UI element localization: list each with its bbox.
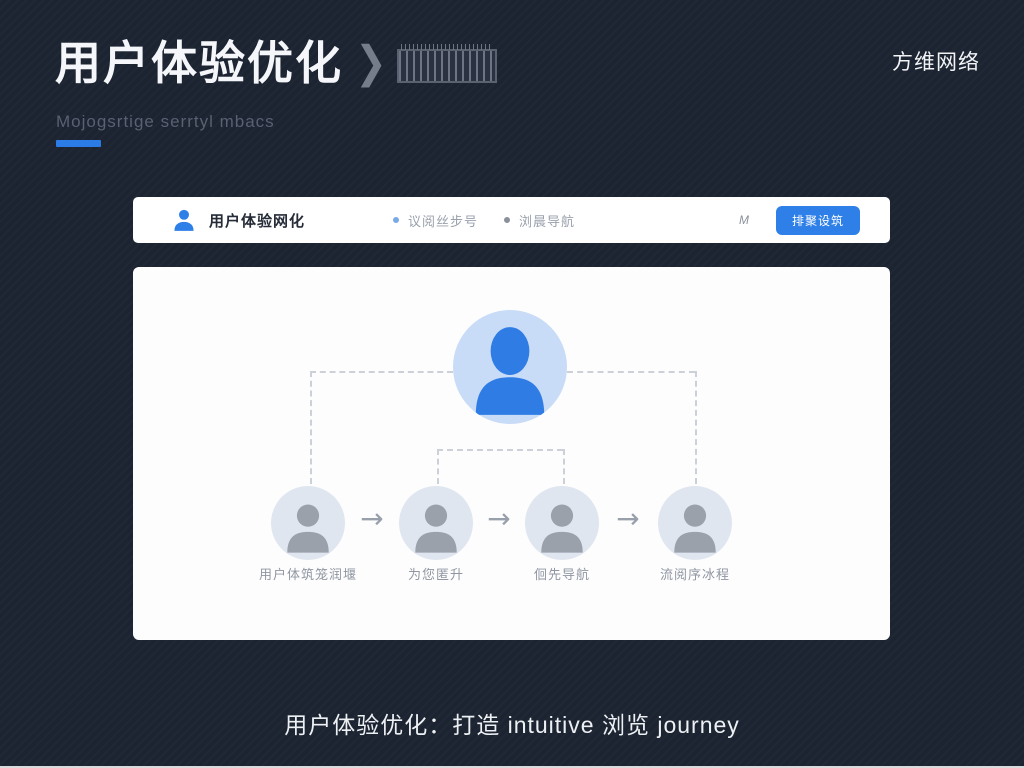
dashed-connector bbox=[310, 371, 312, 484]
step-label: 为您匿升 bbox=[407, 567, 464, 582]
chevron-decoration-icon: ❯ bbox=[355, 39, 387, 88]
barcode-decoration-icon bbox=[396, 44, 497, 84]
nav-item-2[interactable]: 浏晨导航 bbox=[504, 211, 575, 230]
mockup-cta-button[interactable]: 排聚设筑 bbox=[776, 205, 860, 235]
nav-dot-icon bbox=[504, 217, 511, 223]
brand-name: 方维网络 bbox=[892, 51, 980, 74]
main-user-avatar-icon bbox=[453, 310, 567, 424]
step-avatar-icon bbox=[271, 486, 345, 560]
mockup-header: 用户体验网化 议阅丝步号 浏晨导航 M 排聚设筑 bbox=[133, 197, 890, 243]
arrow-right-icon: → bbox=[360, 502, 384, 535]
user-logo-icon bbox=[171, 207, 197, 233]
nav-item-label: 议阅丝步号 bbox=[408, 213, 479, 229]
page-subtitle: Mojogsrtige serrtyl mbacs bbox=[56, 112, 275, 131]
page-title: 用户体验优化 bbox=[55, 37, 343, 89]
step-label: 流阅序冰程 bbox=[659, 567, 730, 582]
dashed-connector bbox=[437, 449, 439, 484]
nav-item-label: 浏晨导航 bbox=[519, 213, 576, 229]
dashed-connector bbox=[563, 449, 565, 484]
step-avatar-icon bbox=[399, 486, 473, 560]
nav-dot-icon bbox=[393, 217, 400, 223]
step-label: 用户体筑笼润堰 bbox=[258, 567, 357, 582]
mockup-header-right: M 排聚设筑 bbox=[739, 205, 860, 235]
mockup-logo-text: 用户体验网化 bbox=[209, 212, 306, 230]
nav-item-1[interactable]: 议阅丝步号 bbox=[393, 211, 478, 230]
step-avatar-icon bbox=[658, 486, 732, 560]
step-label: 佪先导航 bbox=[533, 567, 590, 582]
dashed-connector bbox=[437, 449, 563, 451]
accent-underline bbox=[56, 140, 101, 147]
mockup-main-card: → → → 用户体筑笼润堰 为您匿升 佪先导航 流阅序冰程 bbox=[133, 267, 890, 640]
user-flow-diagram: → → → 用户体筑笼润堰 为您匿升 佪先导航 流阅序冰程 bbox=[133, 267, 890, 640]
dashed-connector bbox=[695, 371, 697, 484]
dashed-connector bbox=[567, 371, 695, 373]
slide-caption: 用户体验优化：打造 intuitive 浏览 journey bbox=[284, 712, 740, 738]
step-avatar-icon bbox=[525, 486, 599, 560]
mockup-nav: 议阅丝步号 浏晨导航 bbox=[393, 211, 575, 230]
title-block: 用户体验优化 ❯ bbox=[55, 38, 497, 89]
misc-glyph-icon: M bbox=[739, 213, 749, 227]
arrow-right-icon: → bbox=[487, 502, 511, 535]
arrow-right-icon: → bbox=[616, 502, 640, 535]
dashed-connector bbox=[310, 371, 453, 373]
